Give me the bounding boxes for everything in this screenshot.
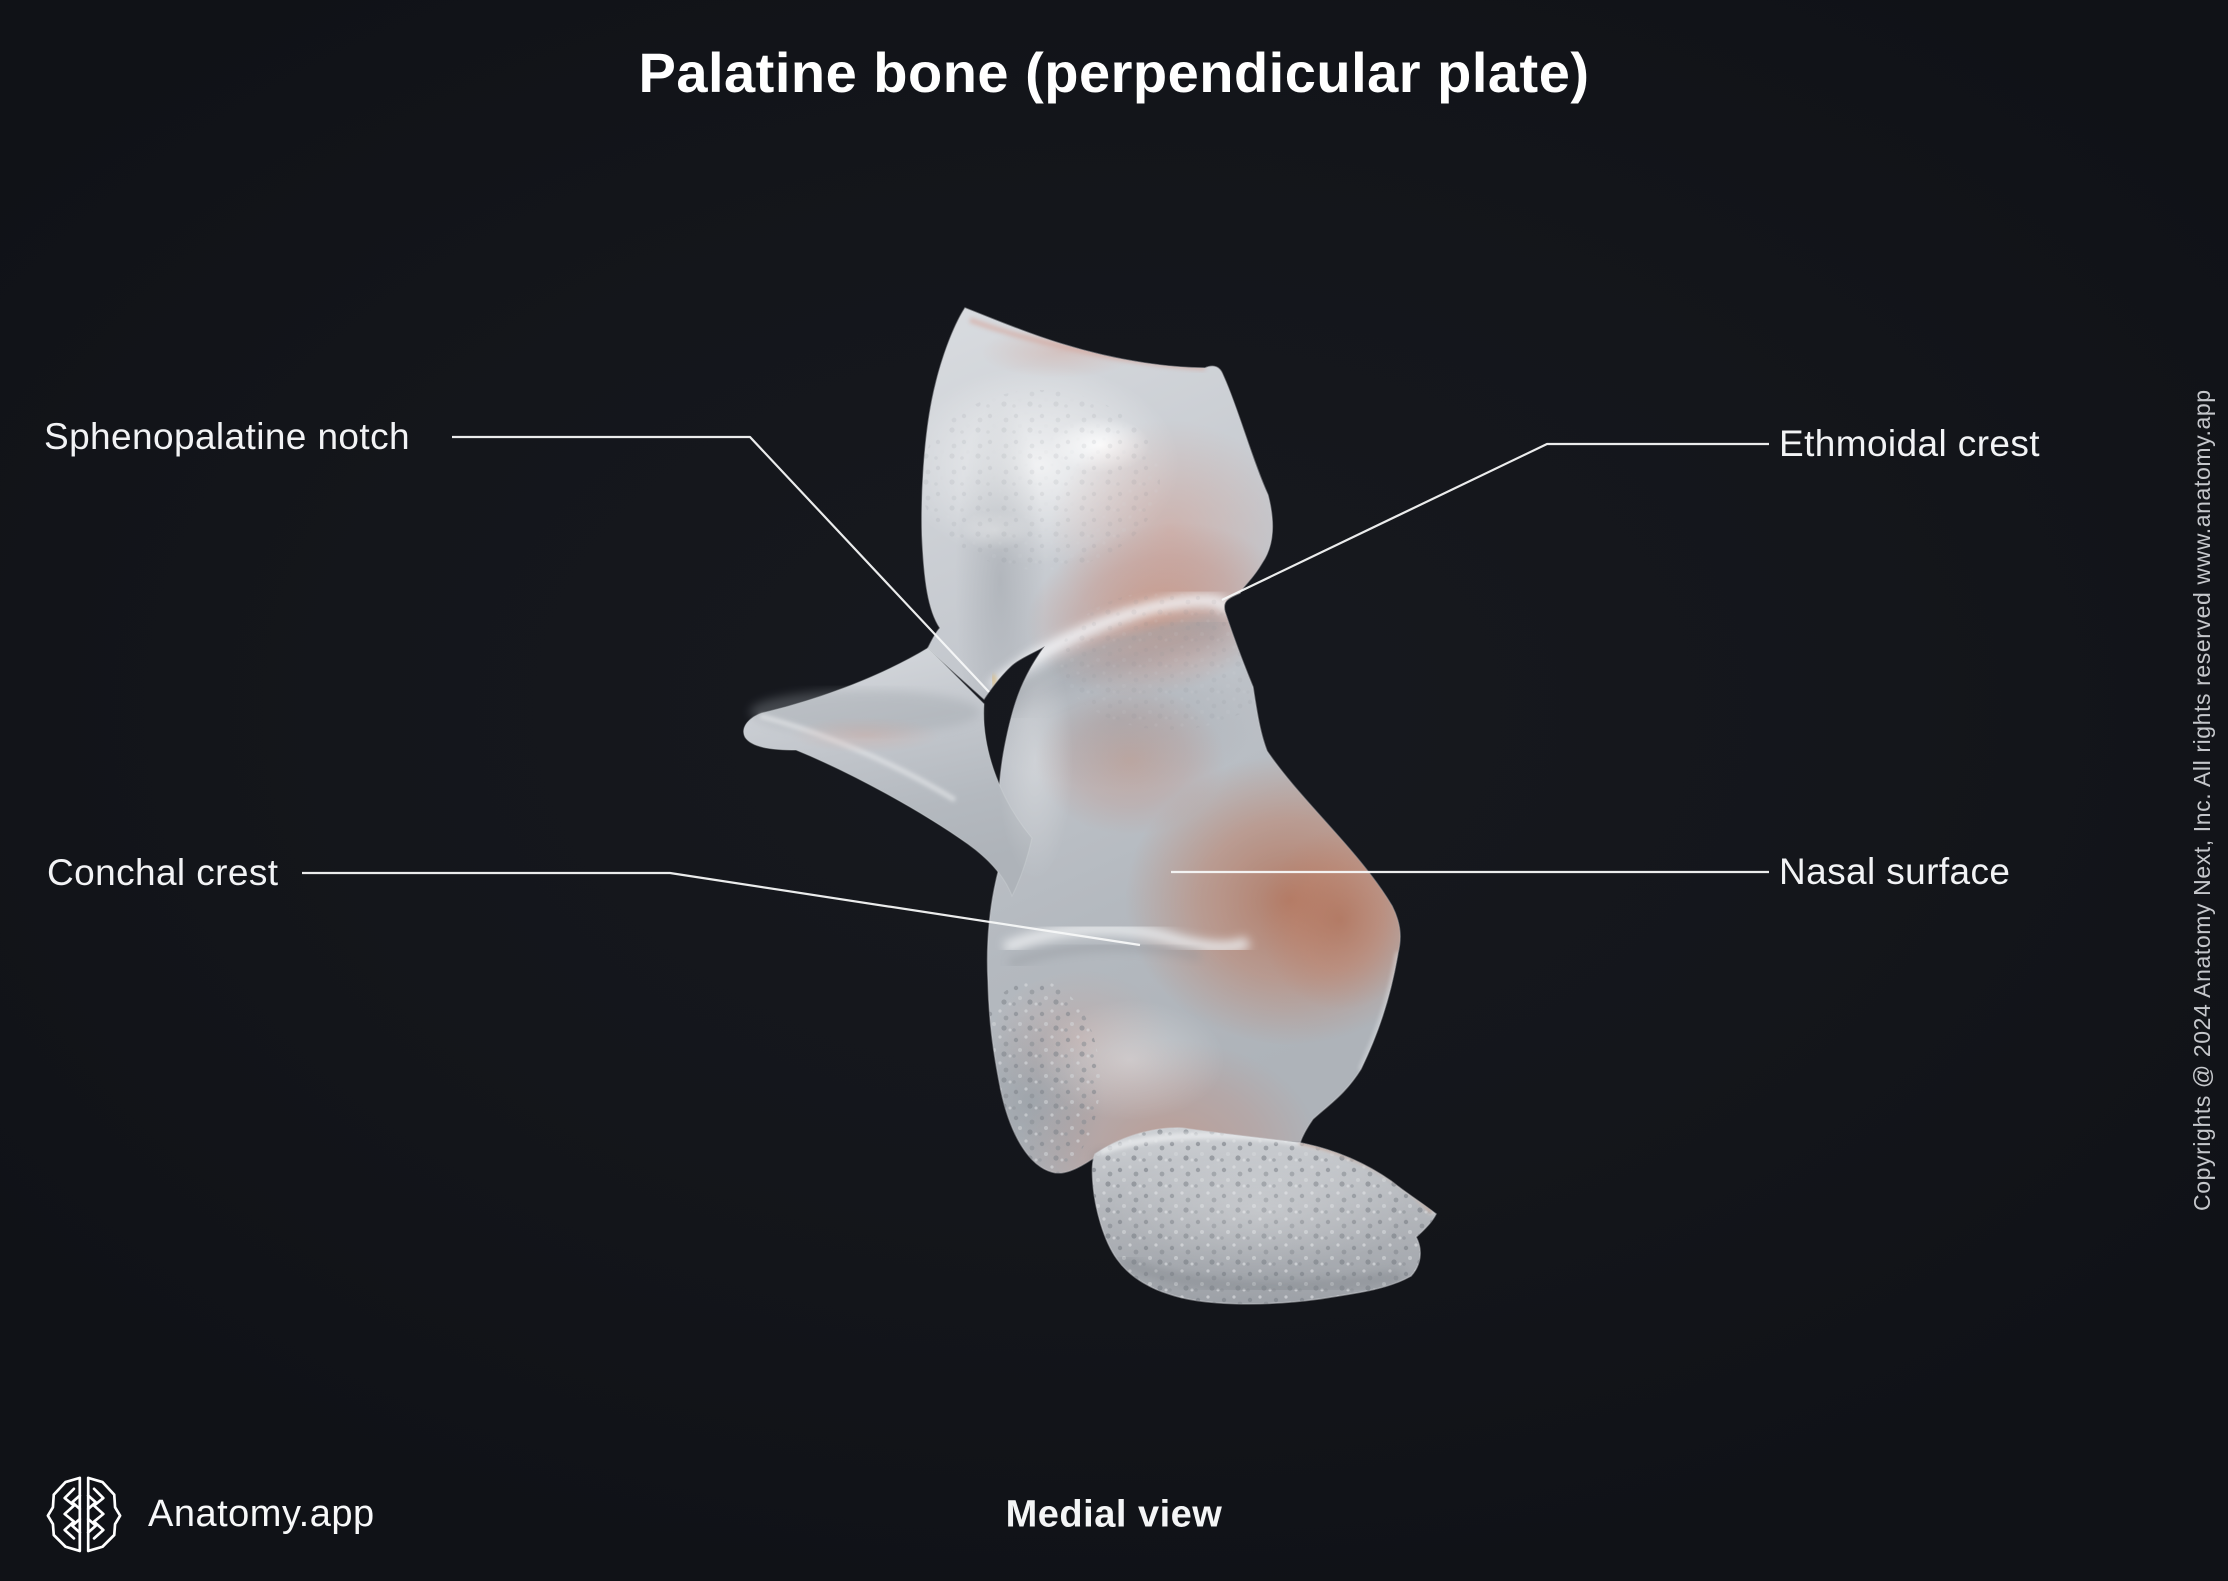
brand-footer: Anatomy.app bbox=[42, 1472, 375, 1556]
bone-illustration bbox=[743, 307, 1437, 1305]
label-ethmoidal-crest: Ethmoidal crest bbox=[1779, 423, 2040, 464]
leader-line-sphenopalatine-notch bbox=[452, 435, 990, 693]
label-nasal-surface: Nasal surface bbox=[1779, 851, 2011, 892]
label-sphenopalatine-notch: Sphenopalatine notch bbox=[44, 416, 410, 457]
label-conchal-crest: Conchal crest bbox=[47, 852, 279, 893]
copyright-text: Copyrights @ 2024 Anatomy Next, Inc. All… bbox=[2189, 389, 2215, 1211]
leader-line-conchal-crest bbox=[302, 871, 1141, 947]
view-label: Medial view bbox=[1005, 1493, 1223, 1536]
page-title: Palatine bone (perpendicular plate) bbox=[638, 41, 1590, 104]
brand-name: Anatomy.app bbox=[148, 1492, 375, 1535]
brain-logo-icon bbox=[46, 1476, 122, 1553]
leader-line-ethmoidal-crest bbox=[1221, 442, 1769, 601]
